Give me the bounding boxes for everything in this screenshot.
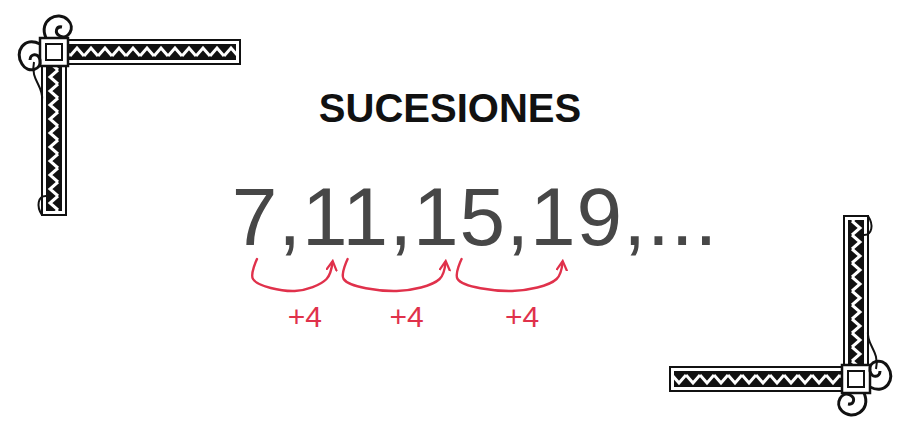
step-label: +4 <box>505 302 539 332</box>
step-arrow <box>252 259 332 291</box>
step-label: +4 <box>390 302 424 332</box>
step-arrow <box>343 259 446 291</box>
corner-top-left <box>19 16 240 215</box>
step-label: +4 <box>288 302 322 332</box>
sequence-text: 7,11,15,19,... <box>232 176 719 258</box>
step-arrow <box>457 259 563 291</box>
page-title: SUCESIONES <box>319 86 581 130</box>
